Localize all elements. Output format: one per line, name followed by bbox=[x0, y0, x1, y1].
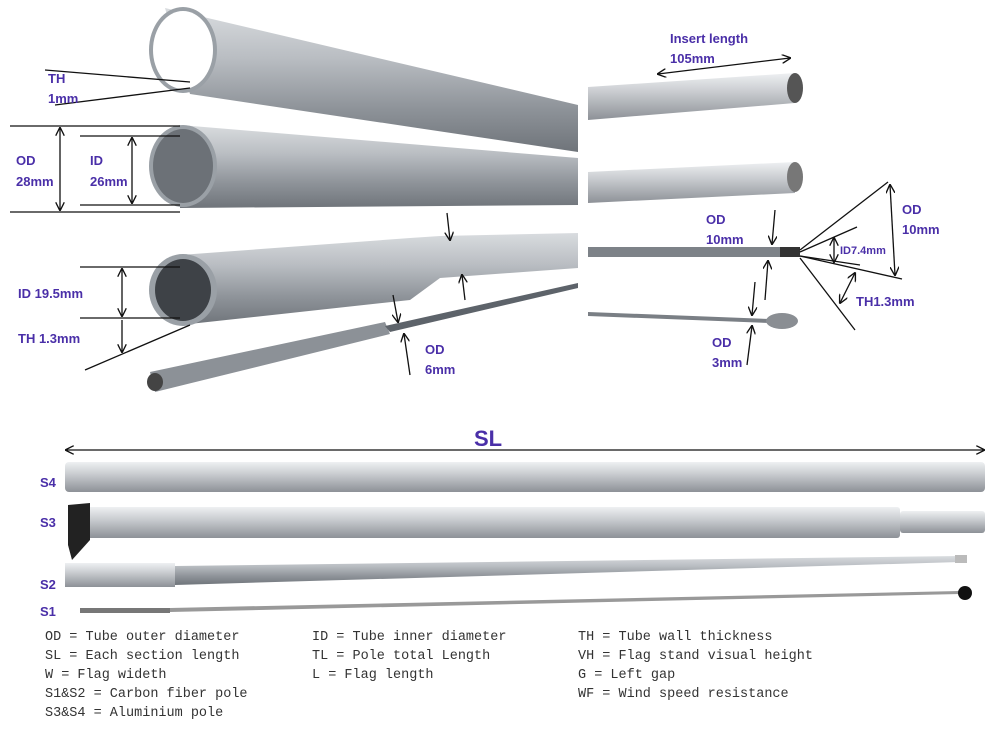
dimension-lines-right bbox=[658, 58, 903, 366]
th-value: 1mm bbox=[48, 91, 78, 106]
legend-item: VH = Flag stand visual height bbox=[578, 649, 813, 664]
legend-item: TH = Tube wall thickness bbox=[578, 630, 773, 645]
od-label: OD bbox=[16, 153, 36, 168]
legend-row: SL = Each section length TL = Pole total… bbox=[45, 649, 995, 668]
section-label-s3: S3 bbox=[40, 515, 56, 530]
th-swaged-label: TH 1.3mm bbox=[18, 331, 80, 346]
dimension-lines-left bbox=[10, 69, 465, 376]
legend-item: TL = Pole total Length bbox=[312, 649, 491, 664]
legend-row: OD = Tube outer diameter ID = Tube inner… bbox=[45, 630, 995, 649]
tube-28mm-top bbox=[149, 7, 578, 152]
tip-od-value: 3mm bbox=[712, 355, 742, 370]
id-swaged-label: ID 19.5mm bbox=[18, 286, 83, 301]
end-od-label: OD bbox=[902, 202, 922, 217]
legend-item: W = Flag wideth bbox=[45, 668, 167, 683]
section-s3 bbox=[68, 503, 985, 560]
insert-tube bbox=[588, 73, 803, 120]
sl-label: SL bbox=[474, 426, 502, 451]
tube-id-label: ID7.4mm bbox=[840, 245, 886, 257]
end-cap-bracket bbox=[68, 503, 90, 560]
legend-item: SL = Each section length bbox=[45, 649, 240, 664]
abbreviation-legend: OD = Tube outer diameter ID = Tube inner… bbox=[45, 630, 995, 725]
legend-item: WF = Wind speed resistance bbox=[578, 687, 789, 702]
tube-28mm-middle bbox=[149, 125, 578, 208]
legend-item: L = Flag length bbox=[312, 668, 434, 683]
insert-length-value: 105mm bbox=[670, 51, 715, 66]
th-label: TH bbox=[48, 71, 65, 86]
carbon-tube-10mm bbox=[588, 247, 800, 257]
tube-od-value: 10mm bbox=[706, 232, 744, 247]
section-label-s2: S2 bbox=[40, 577, 56, 592]
section-s4 bbox=[65, 462, 985, 492]
legend-row: S3&S4 = Aluminium pole bbox=[45, 706, 995, 725]
tube-swaged bbox=[149, 233, 578, 326]
id-label: ID bbox=[90, 153, 103, 168]
tube-od-label: OD bbox=[706, 212, 726, 227]
tip-rod-3mm bbox=[588, 312, 798, 329]
legend-item: S3&S4 = Aluminium pole bbox=[45, 706, 224, 721]
legend-row: W = Flag wideth L = Flag length G = Left… bbox=[45, 668, 995, 687]
legend-row: S1&S2 = Carbon fiber pole WF = Wind spee… bbox=[45, 687, 995, 706]
od-value: 28mm bbox=[16, 174, 54, 189]
tip-od-label: OD bbox=[712, 335, 732, 350]
id-value: 26mm bbox=[90, 174, 128, 189]
end-od-value: 10mm bbox=[902, 222, 940, 237]
rod-od-value: 6mm bbox=[425, 362, 455, 377]
section-s1 bbox=[80, 586, 972, 613]
section-label-s1: S1 bbox=[40, 604, 56, 619]
tube-th-label: TH1.3mm bbox=[856, 294, 915, 309]
carbon-rod bbox=[147, 283, 578, 392]
rod-od-label: OD bbox=[425, 342, 445, 357]
section-s2 bbox=[65, 555, 967, 587]
section-label-s4: S4 bbox=[40, 475, 57, 490]
legend-item: S1&S2 = Carbon fiber pole bbox=[45, 687, 248, 702]
legend-item: ID = Tube inner diameter bbox=[312, 630, 507, 645]
plain-tube bbox=[588, 162, 803, 203]
legend-item: OD = Tube outer diameter bbox=[45, 630, 240, 645]
legend-item: G = Left gap bbox=[578, 668, 676, 683]
insert-length-label: Insert length bbox=[670, 31, 748, 46]
